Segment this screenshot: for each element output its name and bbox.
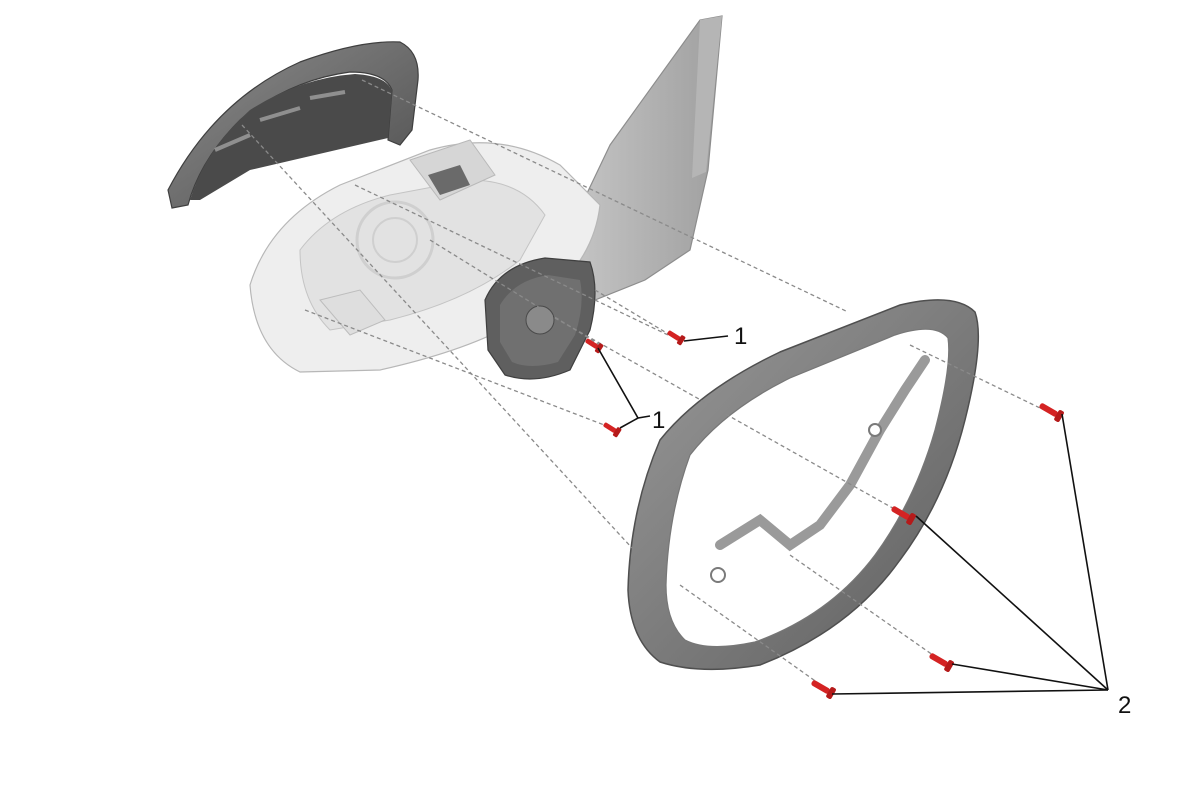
screw-1-upper (667, 330, 686, 346)
screws (585, 330, 1064, 699)
screw-2-top-right (1039, 403, 1064, 422)
mirror-cap (167, 41, 419, 209)
callout-label-1-lower: 1 (652, 407, 665, 434)
mirror-frame (627, 299, 980, 671)
adjust-motor (484, 257, 596, 380)
screw-2-bottom (811, 680, 836, 699)
mirror-mount-arm (559, 15, 723, 301)
mirror-housing (249, 139, 601, 373)
screw-2-lower-middle (929, 653, 954, 672)
callout-label-2: 2 (1118, 692, 1131, 719)
screw-1-motor (585, 338, 604, 354)
screw-2-middle (891, 506, 916, 525)
alignment-lines (241, 79, 1041, 691)
callout-label-1-upper: 1 (734, 323, 747, 350)
leader-lines (597, 335, 1109, 695)
screw-1-lower (603, 422, 622, 438)
